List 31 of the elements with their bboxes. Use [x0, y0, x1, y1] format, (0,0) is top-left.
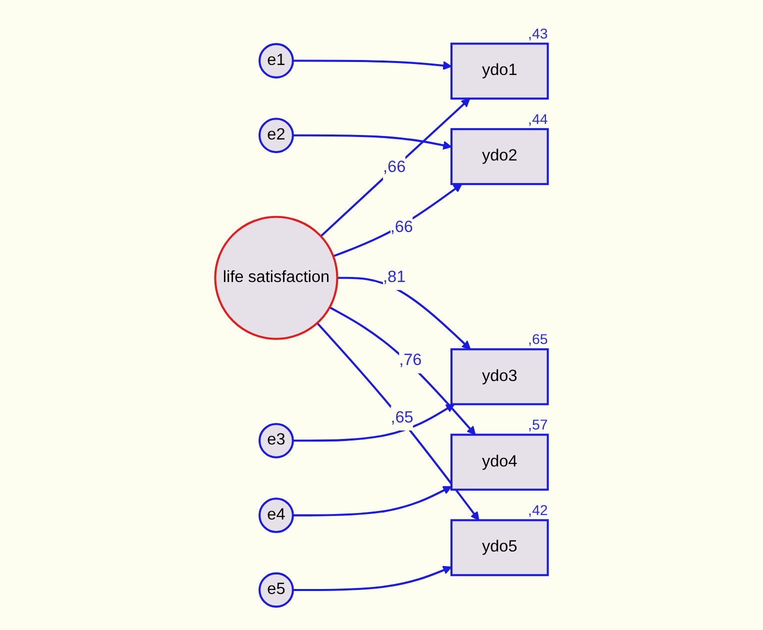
edge-label: ,76 — [399, 352, 422, 370]
node-box: ydo5 — [450, 519, 549, 576]
arrow — [292, 566, 452, 592]
arrow — [292, 60, 452, 70]
arrow — [292, 404, 455, 442]
node-circle: e1 — [258, 43, 294, 78]
node-circle: life satisfaction — [214, 216, 338, 340]
arrow — [292, 134, 452, 150]
arrow — [316, 322, 480, 521]
arrow — [329, 306, 476, 436]
value-label: ,43 — [528, 26, 548, 43]
edge-label: ,81 — [383, 268, 406, 286]
node-circle: e5 — [258, 572, 294, 608]
node-circle: e3 — [258, 422, 294, 458]
value-label: ,42 — [528, 503, 548, 520]
edge-label: ,65 — [390, 409, 414, 426]
node-box: ydo2 — [450, 128, 549, 186]
node-box: ydo3 — [450, 348, 549, 406]
arrow — [292, 486, 452, 516]
value-label: ,57 — [528, 418, 548, 434]
value-label: ,65 — [528, 332, 548, 348]
arrow — [332, 184, 462, 258]
arrow — [337, 276, 471, 350]
node-circle: e4 — [258, 498, 294, 534]
value-label: ,44 — [528, 112, 548, 128]
node-box: ydo1 — [450, 42, 549, 100]
edge-label: ,66 — [390, 218, 413, 236]
node-box: ydo4 — [450, 434, 549, 491]
node-circle: e2 — [258, 118, 294, 154]
edge-label: ,66 — [383, 158, 406, 176]
arrow — [320, 98, 470, 238]
